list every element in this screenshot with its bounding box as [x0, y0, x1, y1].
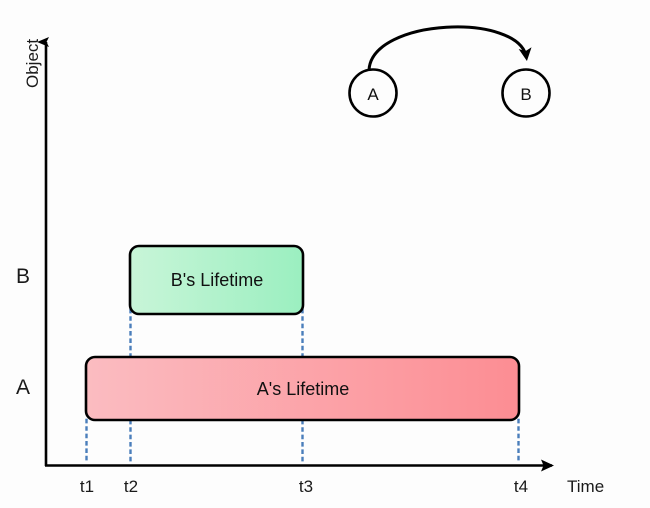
lifeline-box-a[interactable]: [84, 355, 521, 422]
lifeline-label-a: A's Lifetime: [256, 379, 350, 399]
lifeline-box-b[interactable]: [128, 244, 305, 316]
sequence-node-b[interactable]: [501, 68, 551, 118]
x-axis-tick-t1: t1: [79, 477, 95, 496]
y-axis-category-a: A: [16, 376, 31, 399]
sequence-node-b-label: B: [520, 85, 532, 104]
y-axis-category-b: B: [16, 265, 31, 288]
x-axis-tick-t3: t3: [298, 477, 314, 496]
sequence-node-a-label: A: [367, 85, 379, 104]
message-arrow-a-to-b[interactable]: [367, 25, 532, 71]
x-axis-tick-t4: t4: [513, 477, 529, 496]
x-axis-title: Time: [567, 477, 605, 496]
x-axis-tick-t2: t2: [123, 477, 139, 496]
y-axis-title: Object: [23, 38, 42, 88]
lifeline-label-b: B's Lifetime: [170, 270, 264, 290]
sequence-node-a[interactable]: [348, 68, 398, 118]
